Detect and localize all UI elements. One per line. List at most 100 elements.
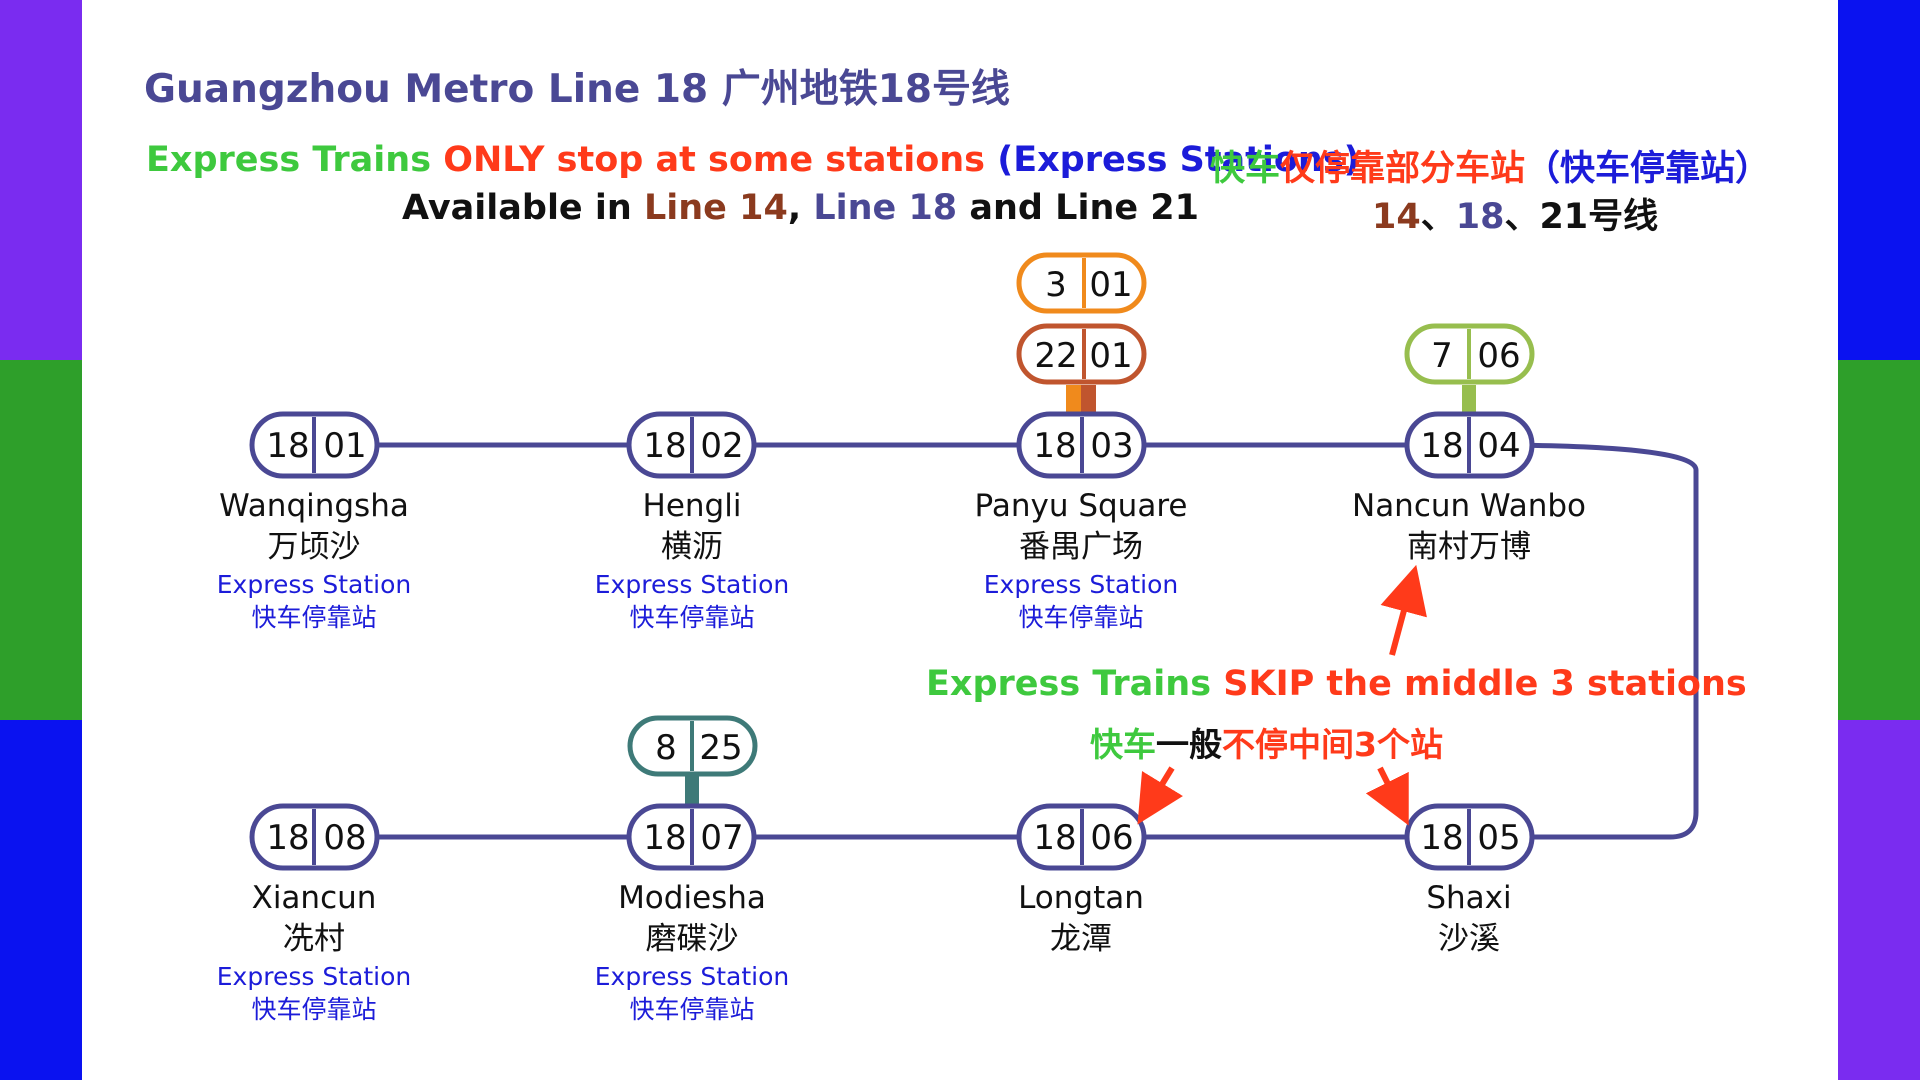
transfer-line8-line: 8	[655, 728, 677, 768]
transfer-badge-line8: 8 25	[627, 715, 758, 777]
station-name-en: Xiancun	[251, 880, 377, 916]
transfer-badge-line22: 22 01	[1016, 323, 1147, 385]
express-station-label: Express Station	[216, 570, 412, 599]
station-label-nancun-wanbo: Nancun Wanbo 南村万博	[1339, 486, 1599, 568]
transfer-line7-num: 06	[1477, 336, 1520, 376]
headline-en: Express Trains ONLY stop at some station…	[146, 140, 1360, 180]
station-badge-1805: 18 05	[1404, 803, 1535, 871]
transfer-line22-line: 22	[1034, 336, 1077, 376]
text-run: Express Trains	[926, 664, 1224, 704]
express-station-label-cn: 快车停靠站	[629, 603, 755, 632]
station-1802-line: 18	[643, 426, 686, 466]
left-bar-green	[0, 360, 82, 720]
text-run: Express Trains	[146, 140, 444, 180]
text-run: Line 21	[1055, 188, 1199, 228]
station-label-hengli: Hengli 横沥 Express Station 快车停靠站	[592, 486, 792, 634]
text-run: 一般	[1156, 725, 1222, 764]
station-badge-1801: 18 01	[249, 411, 380, 479]
station-1806-num: 06	[1090, 818, 1133, 858]
station-1808-line: 18	[266, 818, 309, 858]
station-1807-line: 18	[643, 818, 686, 858]
express-station-label-cn: 快车停靠站	[629, 995, 755, 1024]
station-badge-1807: 18 07	[626, 803, 757, 871]
station-1806-line: 18	[1033, 818, 1076, 858]
express-station-label: Express Station	[594, 570, 790, 599]
express-station-label: Express Station	[216, 962, 412, 991]
station-label-modiesha: Modiesha 磨碟沙 Express Station 快车停靠站	[592, 878, 792, 1026]
text-run: ONLY stop at some stations	[443, 140, 998, 180]
text-run: (Express Stations)	[997, 140, 1360, 180]
text-run: Line 18	[813, 188, 958, 228]
station-name-en: Nancun Wanbo	[1352, 488, 1586, 524]
text-run: 、	[1420, 197, 1456, 237]
express-station-label-cn: 快车停靠站	[251, 603, 377, 632]
station-name-en: Modiesha	[618, 880, 766, 916]
express-station-label: Express Station	[983, 570, 1179, 599]
text-run: 不停中间3个站	[1222, 725, 1443, 764]
line8-connector	[685, 776, 699, 804]
station-name-cn: 横沥	[661, 529, 723, 565]
text-run: 14	[1372, 197, 1421, 237]
line7-connector	[1462, 385, 1476, 413]
station-1803-num: 03	[1090, 426, 1133, 466]
express-station-label-cn: 快车停靠站	[1018, 603, 1144, 632]
line22-connector	[1081, 385, 1096, 413]
text-run: 仅停靠部分车站	[1280, 149, 1526, 189]
text-run: and	[957, 188, 1056, 228]
station-1803-line: 18	[1033, 426, 1076, 466]
right-bar-blue	[1838, 0, 1920, 360]
right-bar-purple	[1838, 720, 1920, 1080]
station-name-cn: 万顷沙	[267, 529, 361, 565]
station-1805-num: 05	[1477, 818, 1520, 858]
station-badge-1808: 18 08	[249, 803, 380, 871]
transfer-line3-num: 01	[1089, 265, 1132, 305]
headline-cn: 快车仅停靠部分车站（快车停靠站）	[1210, 140, 1770, 191]
station-1801-num: 01	[323, 426, 366, 466]
station-name-cn: 南村万博	[1407, 529, 1531, 565]
line3-connector	[1066, 385, 1081, 413]
arrow-to-nancun-wanbo	[1380, 564, 1427, 656]
left-bar-blue	[0, 720, 82, 1080]
right-color-bar	[1838, 0, 1920, 1080]
station-label-wanqingsha: Wanqingsha 万顷沙 Express Station 快车停靠站	[214, 486, 414, 634]
skip-note-cn: 快车一般不停中间3个站	[1090, 718, 1443, 766]
station-badge-1804: 18 04	[1404, 411, 1535, 479]
arrow-to-shaxi	[1365, 766, 1409, 826]
station-label-longtan: Longtan 龙潭	[981, 878, 1181, 960]
station-name-cn: 冼村	[283, 921, 345, 957]
availability-en: Available in Line 14, Line 18 and Line 2…	[402, 188, 1199, 228]
station-1804-num: 04	[1477, 426, 1520, 466]
right-bar-green	[1838, 360, 1920, 720]
station-1804-line: 18	[1420, 426, 1463, 466]
transfer-badge-line3: 3 01	[1016, 252, 1147, 314]
text-run: SKIP the middle 3 stations	[1223, 664, 1747, 704]
skip-note-en: Express Trains SKIP the middle 3 station…	[926, 664, 1747, 704]
station-name-en: Panyu Square	[974, 488, 1188, 524]
station-label-shaxi: Shaxi 沙溪	[1369, 878, 1569, 960]
station-label-xiancun: Xiancun 冼村 Express Station 快车停靠站	[214, 878, 414, 1026]
station-name-cn: 龙潭	[1050, 921, 1112, 957]
transfer-line8-num: 25	[699, 728, 742, 768]
text-run: 快车	[1210, 149, 1281, 189]
text-run: （快车停靠站）	[1525, 149, 1771, 189]
station-1801-line: 18	[266, 426, 309, 466]
text-run: ,	[787, 188, 814, 228]
station-name-en: Shaxi	[1426, 880, 1512, 916]
line18-track	[314, 442, 1699, 840]
transfer-line7-line: 7	[1431, 336, 1453, 376]
station-name-cn: 磨碟沙	[645, 921, 739, 957]
station-name-cn: 番禺广场	[1019, 529, 1143, 565]
station-name-en: Wanqingsha	[219, 488, 409, 524]
transfer-line22-num: 01	[1089, 336, 1132, 376]
station-1802-num: 02	[700, 426, 743, 466]
left-color-bar	[0, 0, 82, 1080]
station-badge-1806: 18 06	[1016, 803, 1147, 871]
express-station-label: Express Station	[594, 962, 790, 991]
station-badge-1803: 18 03	[1016, 411, 1147, 479]
left-bar-purple	[0, 0, 82, 360]
text-run: 、21号线	[1504, 197, 1659, 237]
page-title: Guangzhou Metro Line 18 广州地铁18号线	[144, 67, 1011, 112]
text-run: Available in	[402, 188, 644, 228]
text-run: Line 14	[643, 188, 788, 228]
